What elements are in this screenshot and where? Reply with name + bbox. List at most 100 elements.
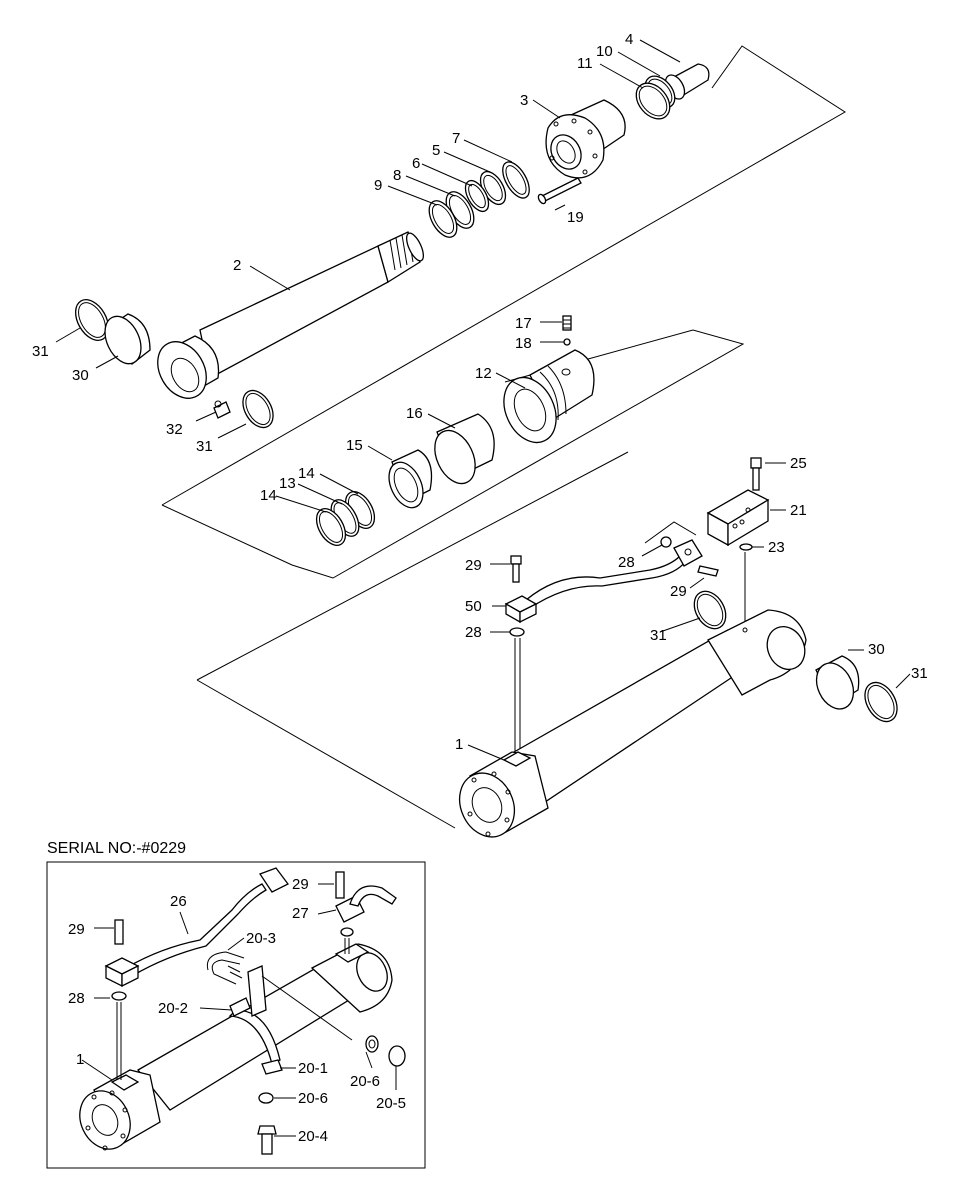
callout-31-rod: 31	[196, 438, 213, 455]
inset-bolt-29-left	[114, 919, 124, 945]
part-16-piston-ring	[434, 413, 495, 485]
callout-labels-main: 4 10 11 3 7 5 6 8 9 19 2 31 30 32 31 17 …	[32, 31, 928, 753]
inset-part-20-1	[261, 1059, 283, 1075]
pipe-main	[525, 555, 687, 609]
callout-12: 12	[475, 365, 492, 382]
inset-callout-20-6-upper: 20-6	[350, 1073, 380, 1090]
part-29-bolt-right	[697, 565, 719, 577]
callout-8: 8	[393, 167, 401, 184]
inset-callout-20-5: 20-5	[376, 1095, 406, 1112]
callout-13: 13	[279, 475, 296, 492]
part-30-bushing-right	[815, 655, 860, 710]
part-30-bushing-left	[104, 313, 151, 365]
part-1-cylinder-tube	[458, 609, 807, 838]
callout-28-top: 28	[618, 554, 635, 571]
part-31-ring-left	[74, 299, 110, 341]
callout-30-right: 30	[868, 641, 885, 658]
part-15-wear-ring	[388, 449, 433, 509]
callout-14-upper: 14	[298, 465, 315, 482]
inset-callout-20-3: 20-3	[246, 930, 276, 947]
part-3-cylinder-head	[545, 99, 626, 179]
callout-11: 11	[577, 55, 593, 72]
leader-lines-main	[55, 39, 911, 761]
callout-21: 21	[790, 502, 807, 519]
inset-callout-1: 1	[76, 1051, 84, 1068]
part-31-ring-rod	[242, 389, 274, 429]
callout-23: 23	[768, 539, 785, 556]
callout-32: 32	[166, 421, 183, 438]
inset-callout-20-4: 20-4	[298, 1128, 328, 1145]
part-25-bolt	[750, 457, 762, 491]
inset-flange-27	[335, 871, 397, 923]
callout-30-left: 30	[72, 367, 89, 384]
part-29-bolt-top	[510, 555, 522, 583]
inset-cylinder-tube	[79, 943, 393, 1151]
part-31-ring-tube	[693, 590, 727, 630]
callout-31-left: 31	[32, 343, 49, 360]
callout-9: 9	[374, 177, 382, 194]
callout-17: 17	[515, 315, 532, 332]
inset-washer-20-6-lower	[258, 1092, 274, 1104]
pipe-flange-right	[673, 539, 703, 567]
frame-lines	[161, 45, 846, 829]
inset-pipe-26	[125, 867, 289, 977]
callout-19: 19	[567, 209, 584, 226]
callout-15: 15	[346, 437, 363, 454]
seal-rings-5-9	[428, 161, 530, 238]
inset-clamp-band	[228, 965, 281, 1065]
callout-4: 4	[625, 31, 633, 48]
part-21-valve-block	[706, 489, 770, 547]
inset-bolt-20-4	[257, 1125, 277, 1155]
callout-2: 2	[233, 257, 241, 274]
part-11-ring	[635, 82, 671, 120]
callout-1: 1	[455, 736, 463, 753]
part-19-bolt	[537, 177, 582, 205]
part-13-14-seals	[315, 491, 376, 546]
callout-14-lower: 14	[260, 487, 277, 504]
inset-serial-group: SERIAL NO:-#0229	[46, 840, 426, 1169]
callout-6: 6	[412, 155, 420, 172]
inset-callout-20-2: 20-2	[158, 1000, 188, 1017]
callout-7: 7	[452, 130, 460, 147]
inset-nut-20-5	[388, 1045, 406, 1067]
inset-washer-20-6-upper	[365, 1035, 379, 1053]
part-31-ring-right	[864, 681, 898, 723]
callout-29-top: 29	[465, 557, 482, 574]
inset-oring-27	[340, 927, 354, 954]
inset-u-bolt	[206, 951, 245, 985]
inset-callout-27: 27	[292, 905, 309, 922]
inset-callout-29-left: 29	[68, 921, 85, 938]
callout-3: 3	[520, 92, 528, 109]
inset-callout-29-right: 29	[292, 876, 309, 893]
callout-50: 50	[465, 598, 482, 615]
inset-callout-20-1: 20-1	[298, 1060, 328, 1077]
inset-flange-block	[104, 919, 140, 988]
inset-bolt-29-right	[335, 871, 345, 899]
callout-29-right: 29	[670, 583, 687, 600]
callout-18: 18	[515, 335, 532, 352]
part-18-ball	[563, 338, 571, 346]
callout-31-right: 31	[911, 665, 928, 682]
inset-callout-28: 28	[68, 990, 85, 1007]
callout-10: 10	[596, 43, 613, 60]
inset-oring-28	[111, 991, 127, 1080]
dash-lines-pipes	[514, 552, 746, 752]
inset-callout-20-6-lower: 20-6	[298, 1090, 328, 1107]
callout-28-flange: 28	[465, 624, 482, 641]
part-12-piston	[503, 349, 595, 444]
part-23-oring	[739, 543, 753, 551]
callout-5: 5	[432, 142, 440, 159]
callout-31-tube: 31	[650, 627, 667, 644]
leader-lines-inset	[81, 883, 397, 1137]
part-2-piston-rod	[157, 231, 425, 399]
callout-16: 16	[406, 405, 423, 422]
inset-callout-26: 26	[170, 893, 187, 910]
part-28-oring-top	[660, 536, 672, 548]
callout-25: 25	[790, 455, 807, 472]
inset-frame	[46, 861, 426, 1169]
part-17-screw	[562, 315, 572, 331]
part-32-grease-nipple	[213, 400, 231, 419]
inset-title: SERIAL NO:-#0229	[47, 840, 186, 857]
part-50-flange	[504, 595, 538, 624]
